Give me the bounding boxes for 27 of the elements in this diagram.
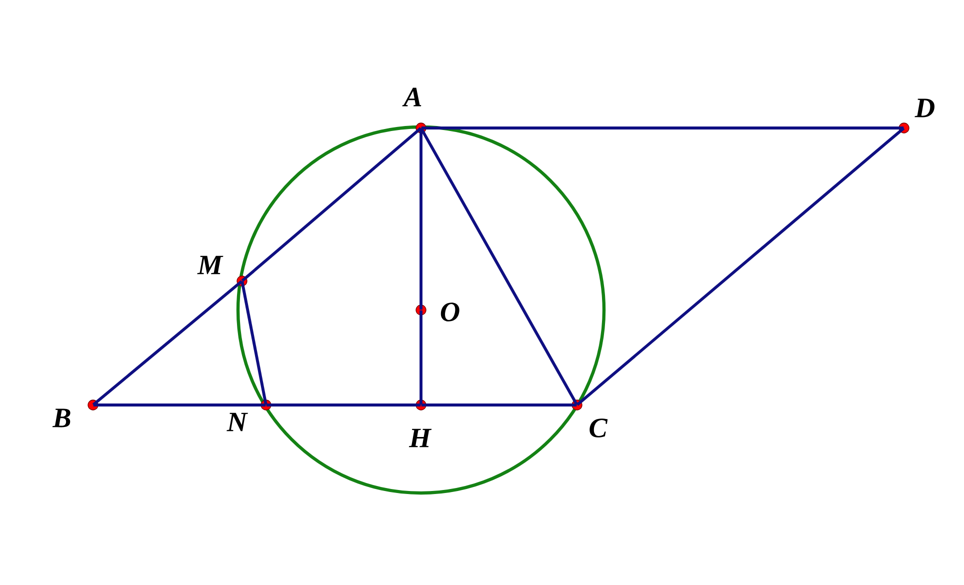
line-segment (420, 128, 578, 406)
point-dot (88, 400, 98, 410)
line-segment (240, 281, 268, 405)
point-dot (416, 400, 426, 410)
line-segment (266, 404, 421, 406)
line-segment (92, 280, 243, 406)
line-segment (420, 128, 422, 310)
line-segment (421, 126, 904, 130)
point-dot (416, 304, 426, 316)
point-dot (572, 400, 582, 410)
point-label: A (402, 88, 422, 106)
point-label: B (52, 408, 70, 428)
point-label: C (590, 418, 608, 438)
line-segment (421, 404, 577, 406)
point-dot (898, 122, 910, 134)
point-label: N (226, 412, 248, 432)
point-dot (236, 276, 248, 286)
line-segment (576, 127, 905, 406)
point-label: D (914, 98, 934, 118)
point-label: M (197, 256, 224, 274)
point-dot (260, 400, 272, 410)
line-segment (241, 127, 422, 282)
line-segment (93, 404, 266, 406)
point-dot (416, 122, 426, 134)
point-label: H (408, 428, 432, 448)
point-label: O (440, 302, 460, 322)
line-segment (420, 310, 422, 405)
